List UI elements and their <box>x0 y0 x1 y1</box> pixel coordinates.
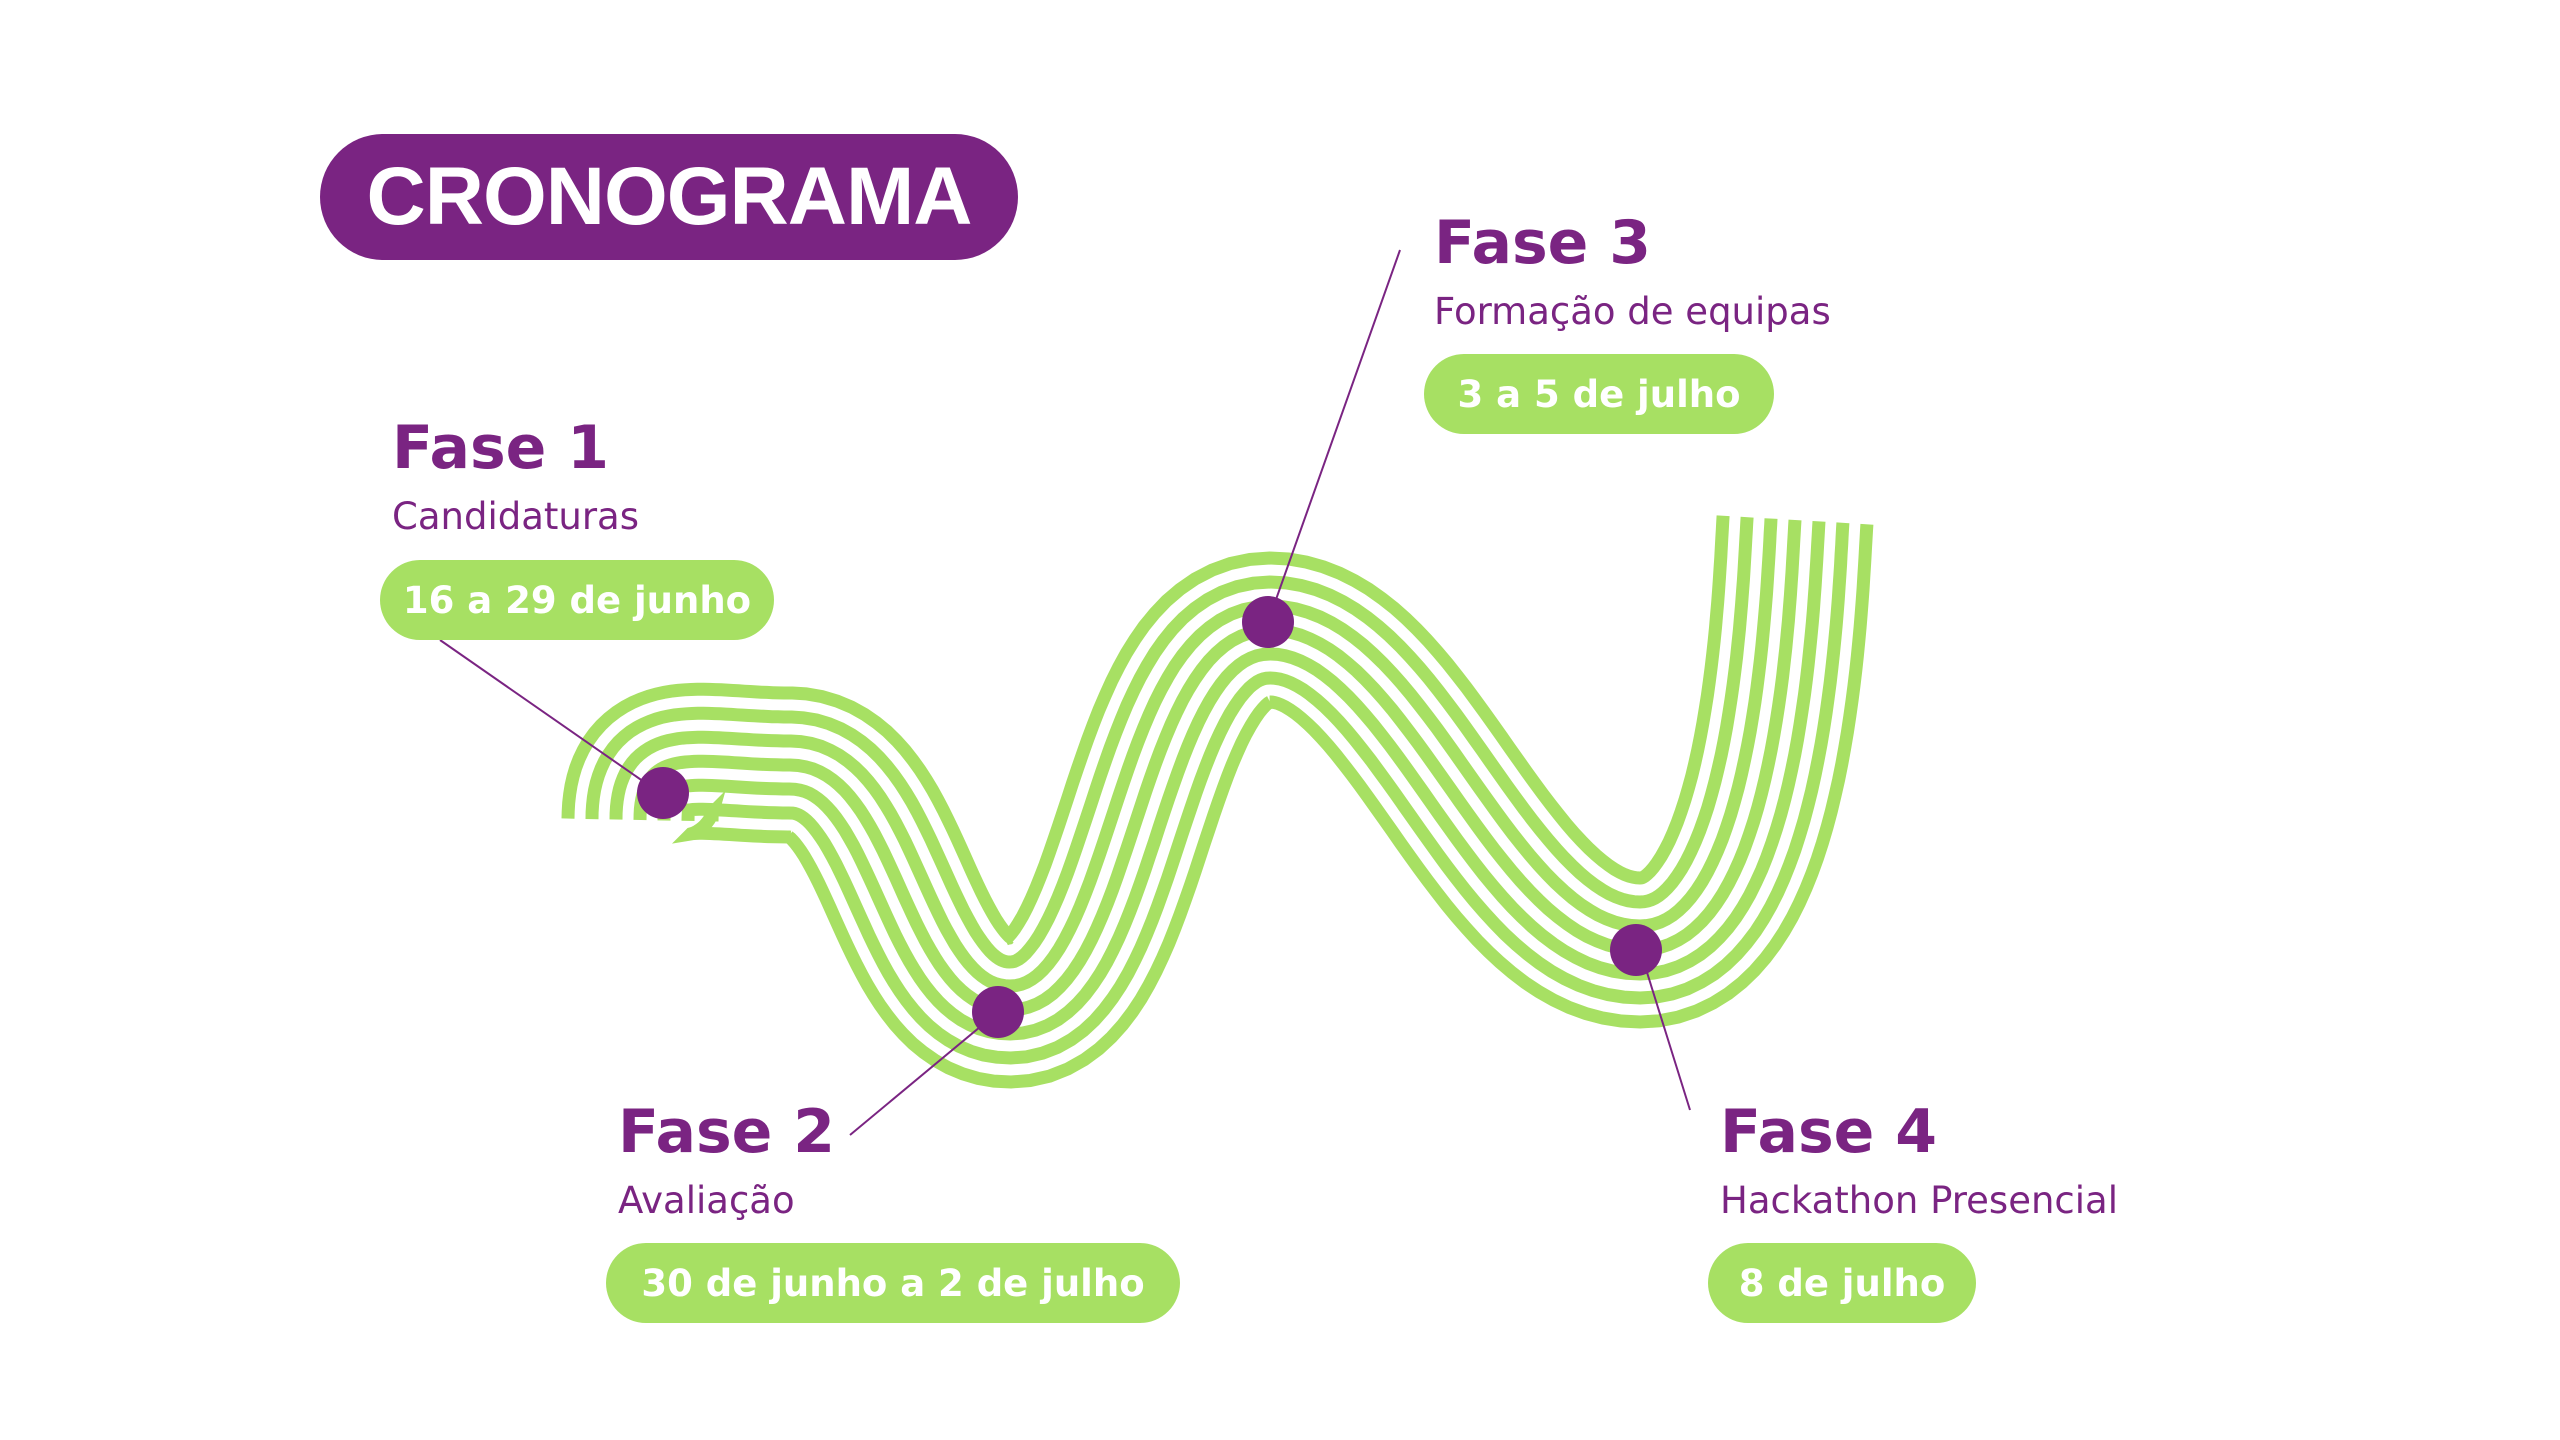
phase-markers <box>637 596 1662 1038</box>
phase-4-marker <box>1610 924 1662 976</box>
phase-4-date-badge: 8 de julho <box>1708 1243 1976 1323</box>
ribbon-stripes <box>561 515 1874 1089</box>
ribbon-stripe <box>585 516 1754 969</box>
connector-line <box>1267 249 1401 623</box>
phase-2: Fase 2 Avaliação <box>618 1102 835 1219</box>
phase-4-subtitle: Hackathon Presencial <box>1720 1179 2118 1222</box>
ribbon-stripe <box>681 522 1850 1065</box>
phase-4-title: Fase 4 <box>1720 1097 1938 1167</box>
phase-1-marker <box>637 767 689 819</box>
page-title: CRONOGRAMA <box>320 134 1018 260</box>
ribbon-stripe <box>561 515 1730 946</box>
connector-line <box>849 1011 999 1136</box>
phase-1-title: Fase 1 <box>392 413 610 483</box>
ribbon-stripe <box>671 523 1874 1089</box>
phase-connectors <box>439 249 1691 1136</box>
phase-4: Fase 4 Hackathon Presencial <box>1720 1102 2118 1219</box>
phase-2-title: Fase 2 <box>618 1097 836 1167</box>
phase-3-title: Fase 3 <box>1434 208 1652 278</box>
phase-3: Fase 3 Formação de equipas <box>1434 213 1831 330</box>
phase-1-subtitle: Candidaturas <box>392 495 640 538</box>
phase-1-date-badge: 16 a 29 de junho <box>380 560 774 640</box>
ribbon-stripe <box>657 521 1826 1041</box>
phase-1: Fase 1 Candidaturas <box>392 418 639 535</box>
connector-line <box>439 639 661 794</box>
phase-3-subtitle: Formação de equipas <box>1434 290 1831 333</box>
phase-3-marker <box>1242 596 1294 648</box>
phase-2-marker <box>972 986 1024 1038</box>
ribbon-stripe <box>609 518 1778 993</box>
phase-2-date-badge: 30 de junho a 2 de julho <box>606 1243 1180 1323</box>
connector-line <box>1639 949 1691 1111</box>
phase-3-date-badge: 3 a 5 de julho <box>1424 354 1774 434</box>
ribbon-stripe <box>633 519 1802 1017</box>
phase-2-subtitle: Avaliação <box>618 1179 795 1222</box>
